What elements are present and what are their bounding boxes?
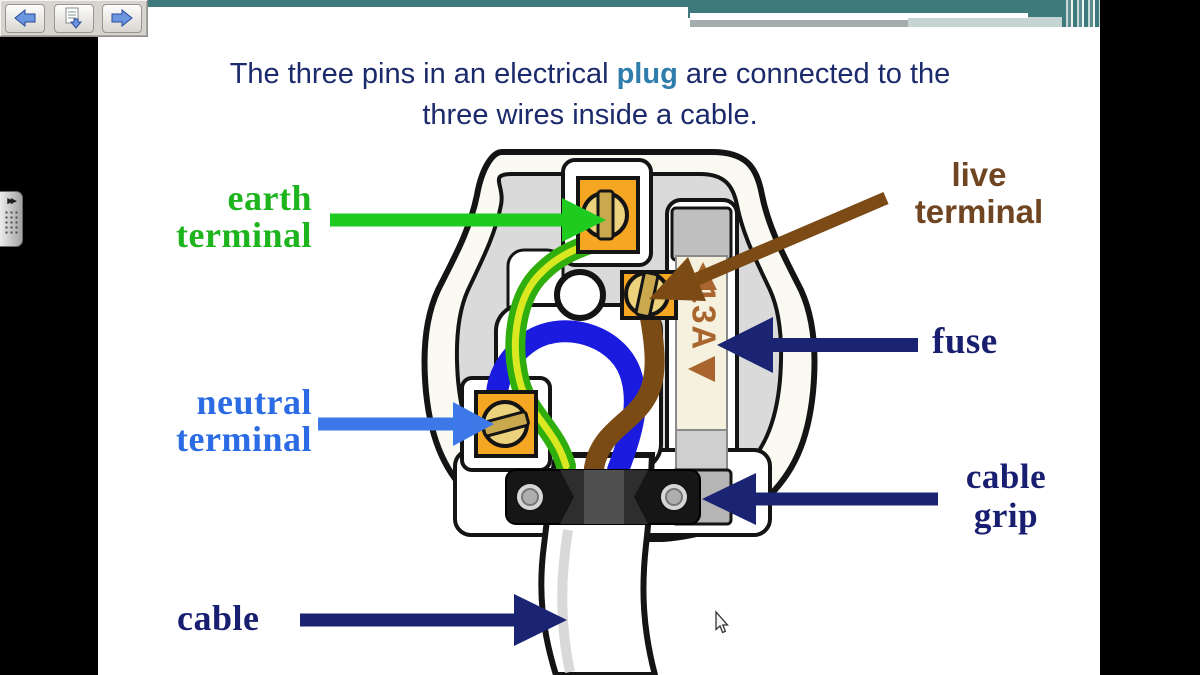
navigation-toolbar bbox=[0, 0, 148, 37]
right-letterbox-bar bbox=[1100, 0, 1200, 675]
expand-side-panel-handle[interactable]: ▸▸ bbox=[0, 191, 23, 247]
header-gray-line bbox=[690, 20, 908, 27]
export-page-button[interactable] bbox=[53, 3, 94, 33]
forward-arrow-icon bbox=[111, 9, 133, 27]
header-stripe-ornament bbox=[1062, 0, 1100, 27]
expand-panel-icon: ▸▸ bbox=[7, 195, 16, 207]
header-light-band bbox=[908, 17, 1064, 27]
page-down-icon bbox=[65, 7, 82, 29]
fuse-label: fuse bbox=[932, 321, 998, 362]
cable-label: cable bbox=[177, 598, 260, 638]
slide-title: The three pins in an electrical plug are… bbox=[100, 54, 1080, 136]
header-white-line bbox=[690, 13, 1028, 18]
back-arrow-icon bbox=[14, 9, 36, 27]
title-line-2: three wires inside a cable. bbox=[422, 99, 758, 131]
panel-grip-dots-icon bbox=[3, 210, 19, 234]
title-line-1: The three pins in an electrical plug are… bbox=[229, 58, 951, 90]
title-keyword: plug bbox=[616, 58, 678, 90]
previous-page-button[interactable] bbox=[5, 3, 45, 33]
left-letterbox-bar bbox=[0, 37, 98, 675]
header-teal-strip bbox=[98, 0, 1100, 7]
next-page-button[interactable] bbox=[102, 3, 142, 33]
